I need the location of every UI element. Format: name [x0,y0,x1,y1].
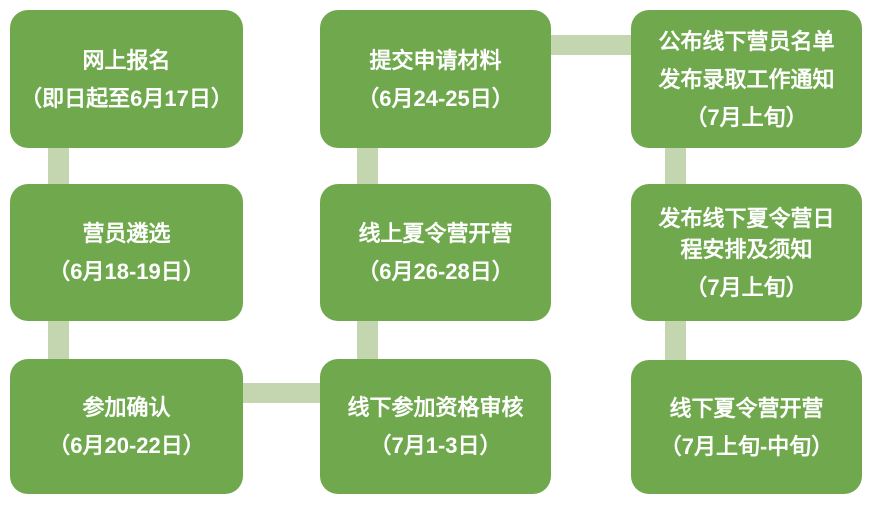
flow-step-box-5: 线上夏令营开营 （6月26-28日） [320,184,551,321]
step-1-title: 网上报名 [82,47,171,73]
step-1-date: （即日起至6月17日） [20,85,233,111]
step-7-title-line2: 发布录取工作通知 [658,66,835,92]
step-2-date: （6月18-19日） [48,259,205,284]
connector-step3-step6 [238,383,326,403]
flow-step-box-9: 线下夏令营开营 （7月上旬-中旬） [631,360,862,494]
connector-step2-step3 [48,315,69,365]
step-9-title: 线下夏令营开营 [669,395,824,421]
flow-step-box-2: 营员遴选 （6月18-19日） [10,184,243,321]
step-7-date: （7月上旬） [685,104,808,130]
connector-step1-step2 [48,140,69,190]
connector-step8-step9 [665,315,686,365]
step-9-date: （7月上旬-中旬） [659,433,834,459]
flow-step-box-8: 发布线下夏令营日 程安排及须知 （7月上旬） [631,184,862,321]
flow-step-box-6: 线下参加资格审核 （7月1-3日） [320,359,551,494]
step-3-title: 参加确认 [82,395,171,420]
step-8-title: 发布线下夏令营日 [658,205,835,231]
connector-step5-step6 [357,315,378,365]
step-5-date: （6月26-28日） [357,259,514,284]
step-6-title: 线下参加资格审核 [347,395,524,420]
flow-step-box-1: 网上报名 （即日起至6月17日） [10,10,243,148]
flow-step-box-4: 提交申请材料 （6月24-25日） [320,10,551,148]
step-8-title-line2: 程安排及须知 [680,236,813,262]
step-8-date: （7月上旬） [685,274,808,300]
connector-step4-step7 [545,35,637,55]
step-4-title: 提交申请材料 [369,47,502,73]
step-5-title: 线上夏令营开营 [358,221,513,246]
step-6-date: （7月1-3日） [369,433,502,458]
step-7-title: 公布线下营员名单 [658,28,835,54]
flow-step-box-7: 公布线下营员名单 发布录取工作通知 （7月上旬） [631,10,862,148]
step-4-date: （6月24-25日） [357,85,514,111]
connector-step7-step8 [665,140,686,190]
connector-step4-step5 [357,140,378,190]
flow-step-box-3: 参加确认 （6月20-22日） [10,359,243,494]
step-3-date: （6月20-22日） [48,433,205,458]
step-2-title: 营员遴选 [82,221,171,246]
